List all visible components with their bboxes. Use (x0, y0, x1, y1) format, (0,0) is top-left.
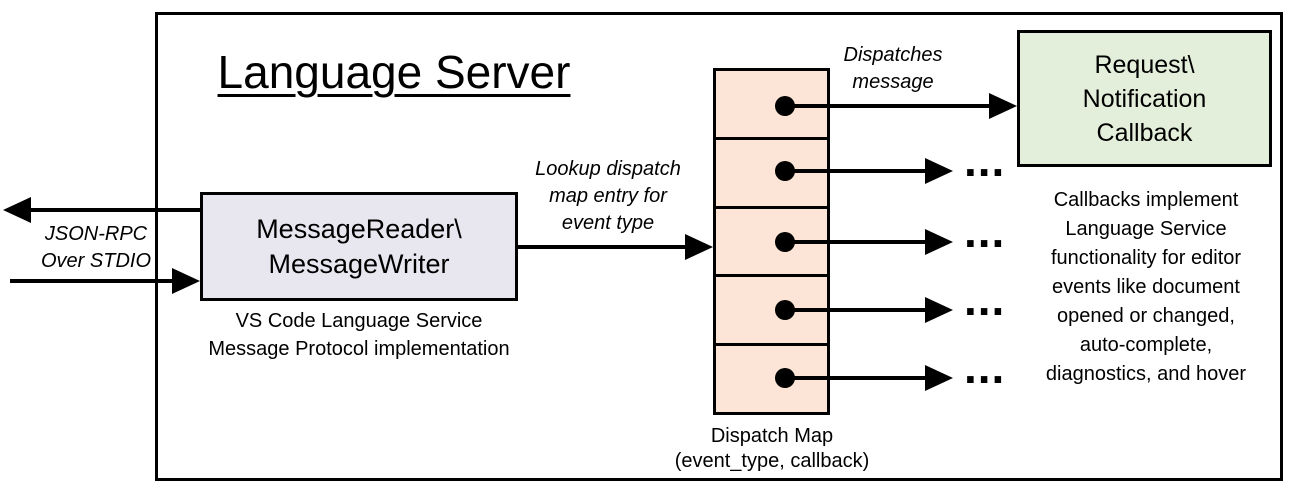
dispatch-arrow-4-head-icon (925, 297, 953, 323)
stdio-output-arrow-line (31, 208, 200, 212)
dispatch-map-caption: Dispatch Map (event_type, callback) (674, 425, 870, 472)
lookup-arrowhead-icon (685, 234, 713, 260)
callback-ellipsis: ... (964, 134, 1006, 186)
dispatch-map-cell (716, 274, 827, 343)
dispatch-arrow-3-line (785, 240, 925, 244)
lookup-dispatch-label: Lookup dispatch map entry for event type (535, 158, 681, 234)
request-notification-callback-box: Request\ Notification Callback (1017, 30, 1272, 167)
dispatch-arrow-1-line (785, 104, 989, 108)
message-reader-caption: VS Code Language Service Message Protoco… (208, 310, 510, 360)
dispatch-arrow-2-head-icon (925, 158, 953, 184)
dispatches-message-label: Dispatches message (843, 44, 943, 93)
dispatch-arrow-3-head-icon (925, 229, 953, 255)
dispatch-arrow-5-line (785, 376, 925, 380)
message-reader-writer-box: MessageReader\ MessageWriter (200, 192, 518, 301)
diagram-title: Language Server (217, 46, 571, 98)
stdio-input-arrow-line (10, 279, 172, 283)
dispatch-map-cell (716, 136, 827, 206)
callback-ellipsis: ... (964, 341, 1006, 393)
lookup-arrow-line (518, 245, 685, 249)
language-server-boundary-box (155, 12, 1283, 481)
callbacks-description: Callbacks implement Language Service fun… (1045, 189, 1247, 385)
dispatch-arrow-4-line (785, 308, 925, 312)
callback-ellipsis: ... (964, 205, 1006, 257)
dispatch-arrow-5-head-icon (925, 365, 953, 391)
dispatch-arrow-2-line (785, 169, 925, 173)
dispatch-arrow-1-head-icon (989, 93, 1017, 119)
dispatch-map-cell (716, 343, 827, 412)
callback-ellipsis: ... (964, 273, 1006, 325)
stdio-input-arrowhead-icon (172, 268, 200, 294)
json-rpc-stdio-label: JSON-RPC Over STDIO (40, 223, 151, 272)
dispatch-map-cell (716, 205, 827, 275)
stdio-output-arrowhead-icon (3, 197, 31, 223)
